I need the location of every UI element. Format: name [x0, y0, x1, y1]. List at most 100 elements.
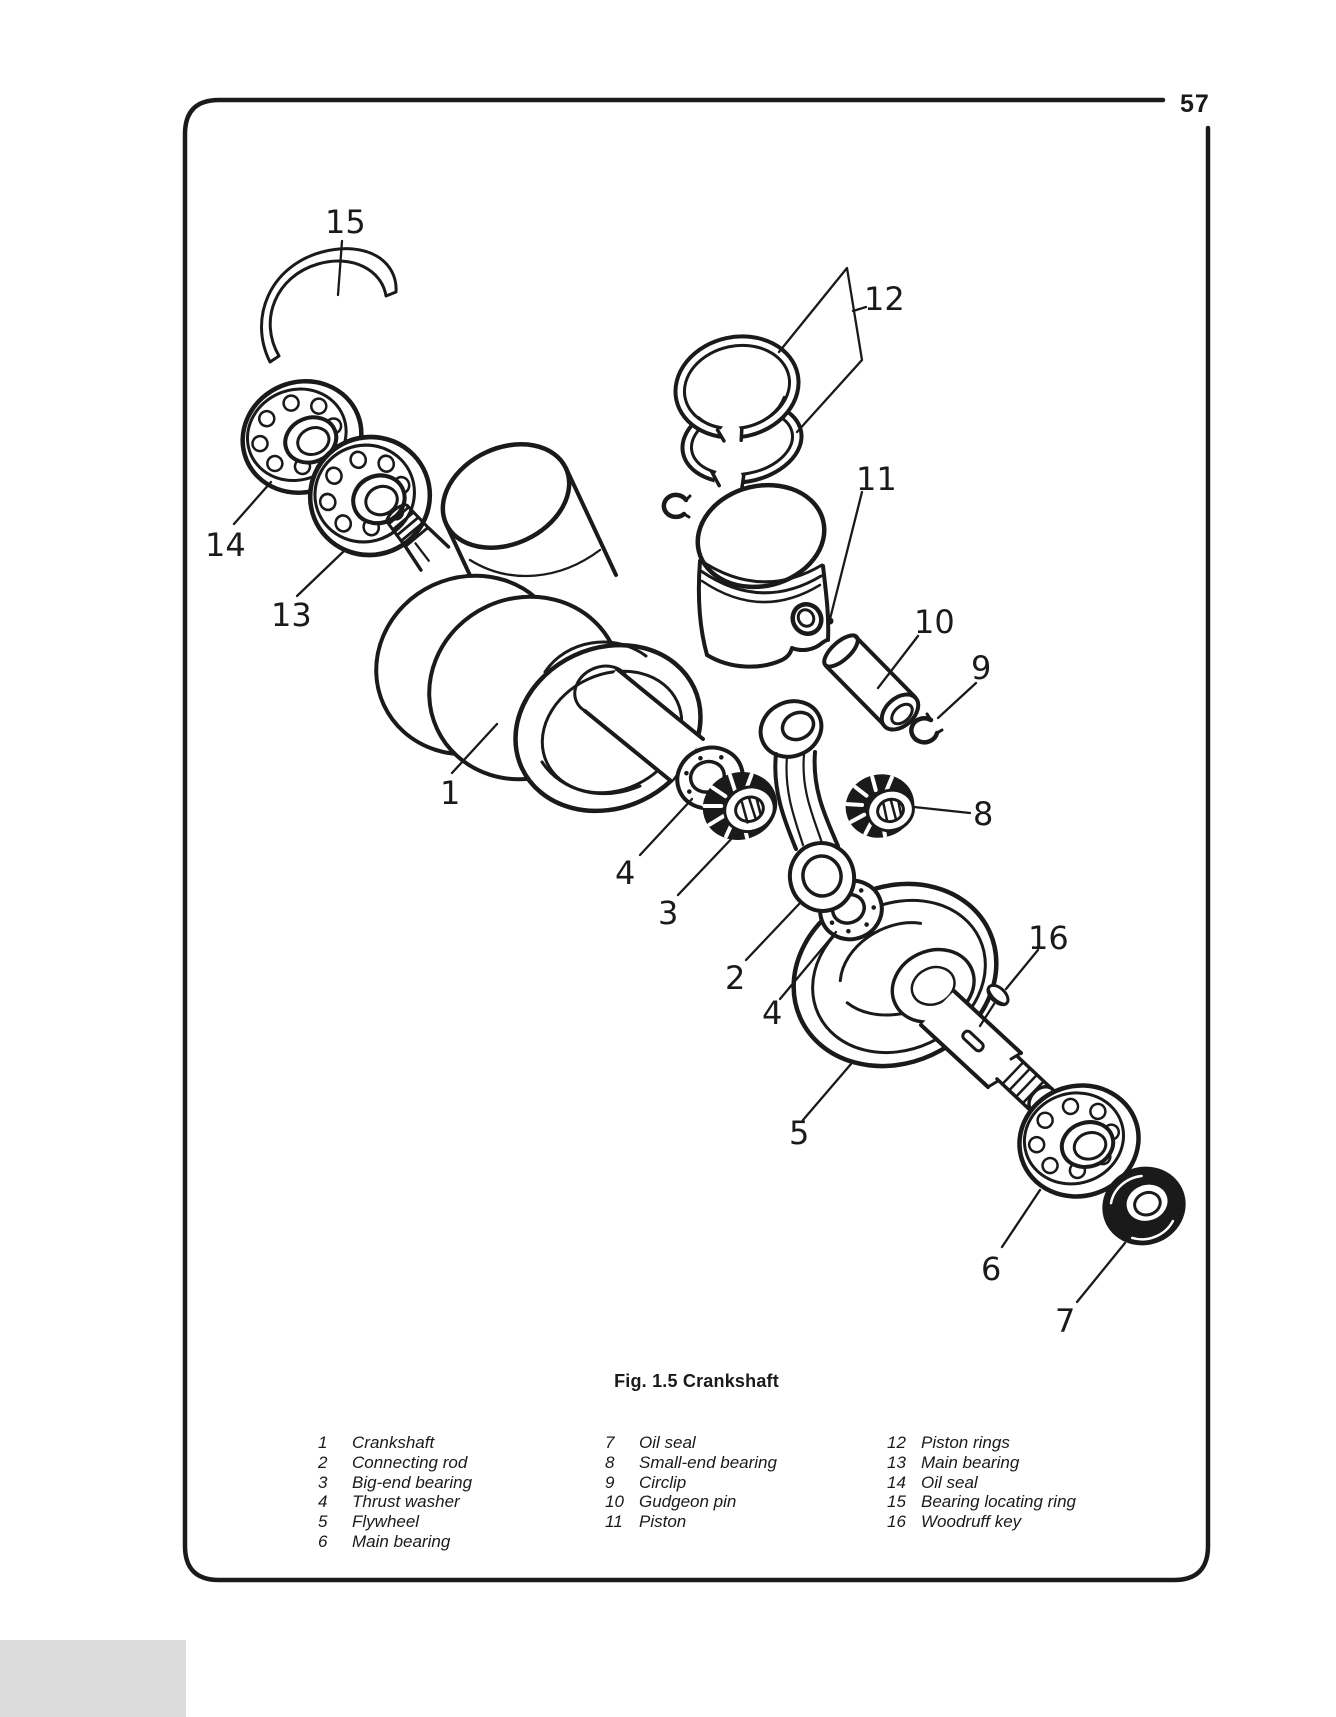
callout-11: 11 [856, 460, 897, 498]
legend-item-name: Woodruff key [921, 1512, 1022, 1532]
callout-15: 15 [325, 203, 366, 241]
callout-7: 7 [1055, 1302, 1075, 1340]
part-crankshaft [374, 442, 705, 814]
leader-2 [744, 901, 802, 962]
part-woodruff-key [986, 983, 1010, 1007]
callout-1: 1 [440, 774, 460, 812]
page-number: 57 [1180, 90, 1210, 118]
leader-13 [295, 549, 346, 598]
legend-item-number: 7 [605, 1433, 615, 1452]
legend-item-name: Oil seal [921, 1472, 978, 1492]
callout-13: 13 [271, 596, 312, 634]
legend-item-number: 2 [318, 1452, 328, 1472]
legend-item-name: Small-end bearing [639, 1452, 777, 1472]
callout-5: 5 [789, 1114, 809, 1152]
legend-item: 10 Gudgeon pin [605, 1492, 777, 1512]
callout-4-upper: 4 [615, 854, 635, 892]
keyway-slot [961, 1029, 985, 1053]
legend-item-number: 10 [605, 1492, 624, 1512]
callout-12: 12 [864, 280, 905, 318]
figure-caption: Fig. 1.5 Crankshaft [614, 1371, 779, 1391]
leader-16 [978, 948, 1040, 1028]
callout-9: 9 [971, 649, 991, 687]
callout-3: 3 [658, 894, 678, 932]
legend-item: 1 Crankshaft [318, 1433, 472, 1453]
leader-15 [336, 239, 344, 297]
callout-16: 16 [1028, 919, 1069, 957]
leader-11 [828, 490, 864, 621]
part-gudgeon-pin [822, 633, 921, 732]
legend-item: 7 Oil seal [605, 1433, 777, 1453]
legend-item-name: Crankshaft [352, 1433, 435, 1452]
leader-lines [232, 239, 1127, 1304]
part-piston [695, 482, 831, 669]
legend-item-number: 8 [605, 1452, 615, 1472]
leader-4-upper [638, 797, 694, 857]
legend-item-number: 1 [318, 1433, 328, 1452]
legend-item: 4 Thrust washer [318, 1492, 472, 1512]
legend-item-number: 5 [318, 1512, 328, 1532]
legend-item-number: 16 [887, 1512, 906, 1532]
callout-4-lower: 4 [762, 994, 782, 1032]
part-connecting-rod [758, 699, 857, 913]
leader-6 [1000, 1188, 1042, 1249]
part-bearing-locating-ring [260, 247, 398, 364]
legend-item-number: 9 [605, 1472, 615, 1492]
callout-6: 6 [981, 1250, 1001, 1288]
scan-shadow [0, 1640, 186, 1717]
leader-4-lower [778, 930, 838, 1001]
leader-14 [232, 480, 273, 526]
leader-7 [1075, 1241, 1127, 1304]
part-small-end-bearing [845, 774, 915, 838]
legend-item-number: 11 [605, 1512, 623, 1532]
legend-item: 12 Piston rings [887, 1433, 1076, 1453]
legend-item-name: Gudgeon pin [639, 1492, 737, 1512]
legend-item-number: 3 [318, 1472, 328, 1492]
callout-numbers: 15 14 13 1 4 3 2 4 5 6 7 8 9 10 11 12 16 [205, 203, 1075, 1340]
legend-item: 5 Flywheel [318, 1512, 472, 1532]
leader-11-dot [826, 617, 834, 625]
leader-3 [676, 832, 738, 897]
part-circlip-left [661, 492, 692, 520]
legend-item-name: Thrust washer [352, 1492, 460, 1512]
legend-item-name: Piston rings [921, 1433, 1010, 1452]
legend-item-number: 14 [887, 1472, 906, 1492]
legend-item-number: 6 [318, 1531, 328, 1551]
legend-item: 3 Big-end bearing [318, 1473, 472, 1493]
legend-item: 13 Main bearing [887, 1453, 1076, 1473]
legend-item-name: Main bearing [352, 1531, 451, 1551]
legend-item-number: 4 [318, 1492, 328, 1512]
part-big-end-bearing [702, 772, 778, 840]
callout-8: 8 [973, 795, 993, 833]
legend-item-name: Big-end bearing [352, 1472, 473, 1492]
legend-item-number: 15 [887, 1492, 906, 1512]
leader-10 [876, 634, 920, 690]
legend-item: 15 Bearing locating ring [887, 1492, 1076, 1512]
callout-2: 2 [725, 959, 745, 997]
callout-10: 10 [914, 603, 955, 641]
part-circlip-right [909, 712, 944, 745]
legend-item: 8 Small-end bearing [605, 1453, 777, 1473]
legend-item-name: Oil seal [639, 1433, 696, 1452]
legend-item: 14 Oil seal [887, 1473, 1076, 1493]
legend-item: 16 Woodruff key [887, 1512, 1076, 1532]
legend-item-number: 13 [887, 1452, 906, 1472]
part-piston-ring-upper [673, 334, 801, 446]
legend-item-name: Main bearing [921, 1452, 1020, 1472]
legend-item-name: Flywheel [352, 1512, 420, 1532]
legend-item-name: Bearing locating ring [921, 1492, 1076, 1512]
page-border [182, 97, 1211, 1583]
legend-item-number: 12 [887, 1433, 906, 1452]
leader-8 [912, 805, 972, 815]
leader-9 [936, 681, 978, 720]
part-oil-seal-right [1102, 1166, 1186, 1246]
callout-14: 14 [205, 526, 246, 564]
